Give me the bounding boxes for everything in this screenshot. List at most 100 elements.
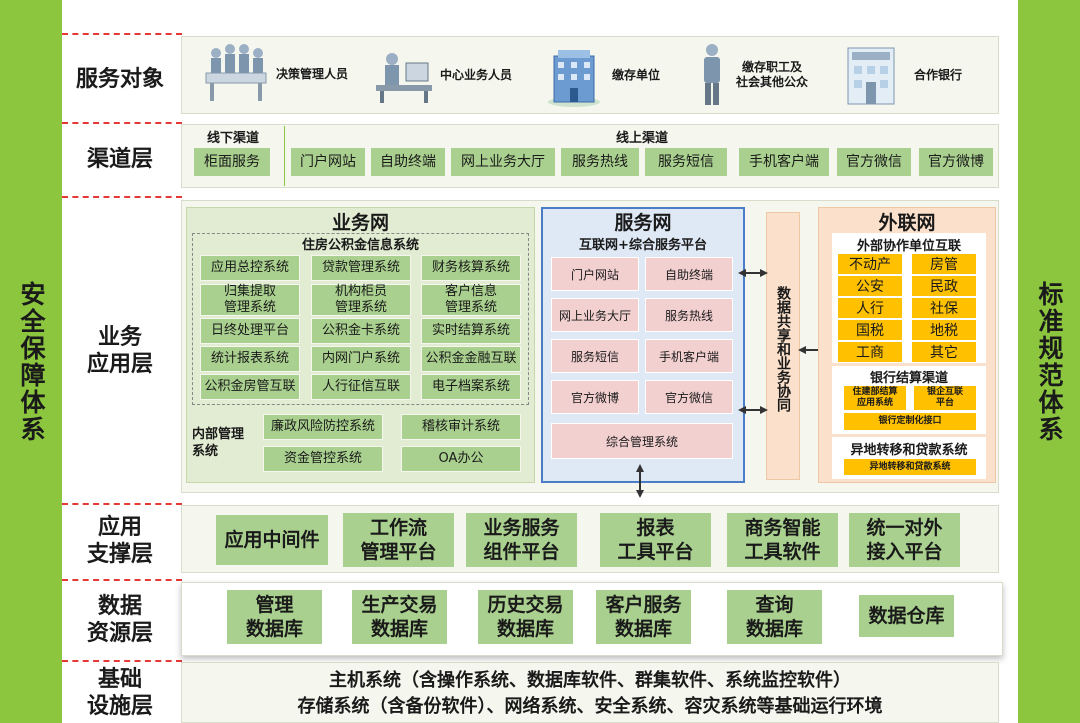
- remote-system: 异地转移和贷款系统: [844, 459, 976, 475]
- infrastructure-line-2: 存储系统（含备份软件）、网络系统、安全系统、容灾系统等基础运行环境: [297, 696, 883, 717]
- separator-6: [62, 660, 182, 662]
- channel-divider: [284, 126, 285, 186]
- service-item-integrated: 综合管理系统: [551, 423, 733, 459]
- db-history: 历史交易 数据库: [478, 590, 573, 644]
- unit-housing: 房管: [912, 254, 976, 274]
- external-coop-title: 外部协作单位互联: [856, 239, 961, 254]
- separator-2: [62, 122, 182, 124]
- system-finance: 财务核算系统: [421, 255, 521, 281]
- layer-channel: 渠道层: [86, 146, 153, 172]
- operator-icon: [376, 53, 432, 103]
- online-channel-sms: 服务短信: [644, 147, 728, 177]
- layer-data-resource: 数据 资源层: [86, 594, 153, 646]
- system-card: 公积金卡系统: [311, 318, 411, 344]
- bank-mohurd: 住建部结算 应用系统: [844, 386, 906, 410]
- unit-local-tax: 地税: [912, 320, 976, 340]
- db-production: 生产交易 数据库: [352, 590, 447, 644]
- standards-sidebar: 标准规范体系: [1018, 0, 1080, 723]
- db-warehouse: 数据仓库: [859, 595, 954, 637]
- system-loan: 贷款管理系统: [311, 255, 411, 281]
- service-target-5: 合作银行: [842, 40, 982, 110]
- service-item-wechat: 官方微信: [645, 380, 733, 414]
- service-item-portal: 门户网站: [551, 257, 639, 291]
- separator-3: [62, 196, 182, 198]
- business-net-title: 业务网: [331, 212, 389, 234]
- service-target-label: 缴存单位: [612, 67, 661, 82]
- service-net-title: 服务网: [614, 212, 672, 234]
- online-channel-app: 手机客户端: [738, 147, 830, 177]
- unit-other: 其它: [912, 342, 976, 362]
- remote-title: 异地转移和贷款系统: [850, 443, 968, 458]
- support-report-tool: 报表 工具平台: [600, 513, 711, 567]
- service-item-sms: 服务短信: [551, 339, 639, 373]
- online-channel-kiosk: 自助终端: [370, 147, 446, 177]
- security-sidebar: 安全保障体系: [0, 0, 62, 723]
- system-report: 统计报表系统: [200, 346, 300, 372]
- separator-5: [62, 579, 182, 581]
- system-housing-link: 公积金房管互联: [200, 374, 300, 400]
- service-item-weibo: 官方微博: [551, 380, 639, 414]
- external-net-title: 外联网: [878, 212, 936, 234]
- layer-service-target: 服务对象: [75, 66, 164, 92]
- support-bi: 商务智能 工具软件: [727, 513, 838, 567]
- support-component: 业务服务 组件平台: [466, 513, 577, 567]
- info-system-title: 住房公积金信息系统: [301, 238, 419, 253]
- unit-civil: 民政: [912, 276, 976, 296]
- offline-channel-counter: 柜面服务: [193, 147, 271, 177]
- internal-mgmt-title: 内部管理 系统: [192, 427, 245, 459]
- service-target-3: 缴存单位: [544, 40, 674, 110]
- system-realtime-settle: 实时结算系统: [421, 318, 521, 344]
- system-collection: 归集提取 管理系统: [200, 284, 300, 316]
- internal-audit: 稽核审计系统: [401, 414, 521, 440]
- service-item-app: 手机客户端: [645, 339, 733, 373]
- online-channel-weibo: 官方微博: [918, 147, 994, 177]
- online-channel-hall: 网上业务大厅: [450, 147, 556, 177]
- unit-national-tax: 国税: [838, 320, 902, 340]
- offline-title: 线下渠道: [206, 131, 259, 146]
- info-system-frame: [192, 233, 529, 405]
- separator-4: [62, 503, 182, 505]
- unit-commerce: 工商: [838, 342, 902, 362]
- separator-1: [62, 33, 182, 35]
- system-finance-link: 公积金金融互联: [421, 346, 521, 372]
- meeting-icon: [205, 44, 267, 101]
- service-target-2: 中心业务人员: [372, 40, 532, 110]
- unit-pboc: 人行: [838, 298, 902, 318]
- layer-app-support: 应用 支撑层: [86, 515, 153, 567]
- bank-custom-api: 银行定制化接口: [844, 413, 976, 430]
- infrastructure-line-1: 主机系统（含操作系统、数据库软件、群集软件、系统监控软件）: [329, 670, 851, 691]
- bank-icon: [847, 47, 895, 105]
- service-target-label: 中心业务人员: [440, 67, 513, 82]
- db-query: 查询 数据库: [727, 590, 822, 644]
- online-channel-portal: 门户网站: [290, 147, 366, 177]
- layer-infrastructure: 基础 设施层: [86, 666, 153, 719]
- system-credit-link: 人行征信互联: [311, 374, 411, 400]
- online-channel-wechat: 官方微信: [836, 147, 912, 177]
- bank-title: 银行结算渠道: [869, 371, 948, 386]
- online-channel-hotline: 服务热线: [560, 147, 640, 177]
- layer-business-app: 业务 应用层: [86, 324, 153, 377]
- db-customer: 客户服务 数据库: [596, 590, 691, 644]
- system-teller: 机构柜员 管理系统: [311, 284, 411, 316]
- service-target-label: 决策管理人员: [276, 66, 349, 81]
- data-share-label: 数据共享和业务协同: [775, 286, 791, 412]
- unit-real-estate: 不动产: [838, 254, 902, 274]
- service-target-1: 决策管理人员: [200, 38, 370, 110]
- service-net-subtitle: 互联网+综合服务平台: [579, 238, 707, 253]
- unit-social-security: 社保: [912, 298, 976, 318]
- internal-oa: OA办公: [401, 446, 521, 472]
- support-workflow: 工作流 管理平台: [343, 513, 454, 567]
- support-gateway: 统一对外 接入平台: [849, 513, 960, 567]
- internal-risk: 廉政风险防控系统: [263, 414, 383, 440]
- service-target-4: 缴存职工及 社会其他公众: [698, 40, 828, 110]
- system-customer-info: 客户信息 管理系统: [421, 284, 521, 316]
- building-icon: [548, 50, 600, 107]
- person-icon: [704, 44, 720, 105]
- db-management: 管理 数据库: [227, 590, 322, 644]
- unit-police: 公安: [838, 276, 902, 296]
- system-intranet: 内网门户系统: [311, 346, 411, 372]
- service-target-label: 缴存职工及 社会其他公众: [736, 60, 809, 89]
- infrastructure-panel: [181, 662, 999, 723]
- service-target-label: 合作银行: [914, 67, 963, 82]
- system-archive: 电子档案系统: [421, 374, 521, 400]
